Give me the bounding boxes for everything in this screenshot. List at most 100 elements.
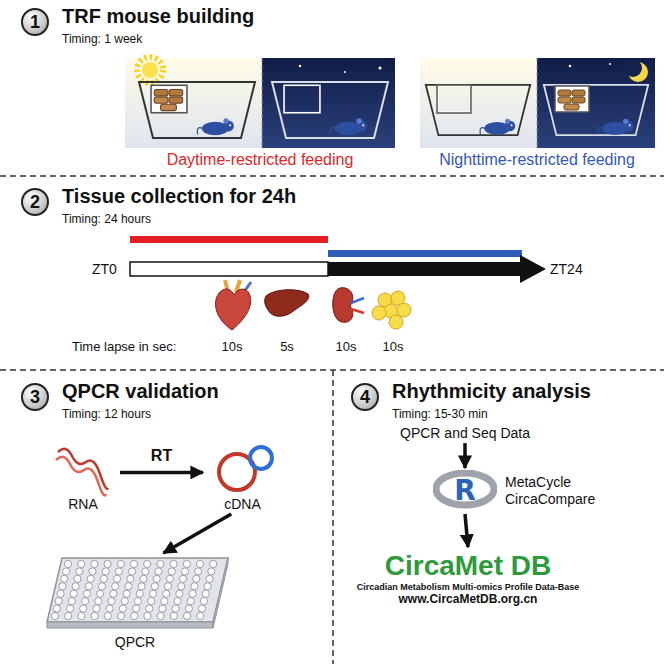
plate-well [102, 568, 109, 575]
node-text: RNA [68, 496, 98, 512]
plate-well [100, 575, 107, 582]
plate-well [210, 560, 217, 567]
plate-well [197, 612, 204, 619]
timeline [328, 262, 522, 276]
plate-well [208, 568, 215, 575]
plate-well [174, 598, 181, 605]
plate-well [202, 590, 209, 597]
timing-note: Timing: 12 hours [62, 408, 151, 422]
plate-well [68, 598, 75, 605]
dashed-separator [0, 176, 664, 664]
step-number: 4 [351, 383, 379, 411]
plate-well [153, 575, 160, 582]
plate-well [170, 560, 177, 567]
plate-well [91, 560, 98, 567]
daytime-scene [139, 82, 255, 138]
plate-well [117, 560, 124, 567]
plate-well [142, 568, 149, 575]
section-title: Tissue collection for 24h [62, 185, 296, 208]
edge-label: RT [149, 447, 174, 465]
plate-well [76, 568, 83, 575]
nighttime-scene [420, 58, 537, 148]
daytime-scene [344, 71, 346, 73]
organ-icons [216, 289, 251, 330]
plate-well [106, 605, 113, 612]
plate-well [170, 612, 177, 619]
plate-well [59, 583, 66, 590]
plate-well [119, 605, 126, 612]
step-number-text: 4 [360, 388, 370, 406]
nighttime-scene [555, 86, 589, 112]
plate-well [78, 560, 85, 567]
daytime-scene [262, 58, 263, 148]
node-text: www.CircaMetDB.org.cn [399, 593, 538, 607]
plate-well [181, 568, 188, 575]
daytime-scene [262, 58, 395, 148]
nighttime-scene [537, 58, 538, 148]
plate-well [138, 583, 145, 590]
plate-well [53, 605, 60, 612]
r-logo-letter: R [433, 470, 497, 512]
section-title: TRF mouse building [62, 5, 254, 28]
step-number: 2 [21, 188, 49, 216]
plate-well [104, 612, 111, 619]
plate-well [183, 612, 190, 619]
nighttime-scene [609, 63, 611, 65]
plate-well [176, 590, 183, 597]
timeline [520, 255, 546, 283]
plate-well [91, 612, 98, 619]
plate-well [85, 583, 92, 590]
input-data: QPCR and Seq Data [400, 425, 530, 441]
plate-well [83, 590, 90, 597]
plate-well [187, 598, 194, 605]
axis-note: Time lapse in sec: [72, 340, 176, 355]
plate-well [115, 568, 122, 575]
plate-well [144, 560, 151, 567]
plate-well [82, 598, 89, 605]
nighttime-scene [420, 58, 655, 148]
nighttime-scene [426, 85, 530, 135]
plate-well [155, 568, 162, 575]
daytime-scene [142, 62, 158, 78]
plate-well [159, 605, 166, 612]
time-label: ZT0 [92, 261, 117, 277]
dashed-separator [0, 369, 664, 371]
plate-well [179, 575, 186, 582]
plate-well [140, 575, 147, 582]
daytime-scene [330, 118, 367, 135]
plate-well [129, 568, 136, 575]
dashed-separator [0, 175, 664, 177]
plate-well [66, 605, 73, 612]
organ-icons [351, 298, 364, 303]
plate-well [125, 583, 132, 590]
organ-icons [351, 309, 364, 313]
plate-well [132, 605, 139, 612]
plate-well [89, 568, 96, 575]
plate-well [178, 583, 185, 590]
timeline [130, 262, 328, 276]
daytime-scene [197, 118, 234, 135]
plate-well [149, 590, 156, 597]
plate-well [80, 605, 87, 612]
node-text: QPCR [115, 634, 155, 650]
daytime-scene [151, 85, 187, 112]
flow-arrow [120, 471, 203, 475]
plate-well [130, 560, 137, 567]
plate-well [164, 583, 171, 590]
plate-well [200, 598, 207, 605]
daytime-scene [284, 85, 320, 112]
node-text: cDNA [224, 496, 261, 512]
time-lapse-value: 5s [280, 340, 294, 355]
plate-well [78, 612, 85, 619]
plate-well [136, 590, 143, 597]
organ-icons [372, 291, 411, 329]
daytime-scene [125, 58, 262, 148]
daytime-scene [379, 67, 382, 70]
section-title: QPCR validation [62, 380, 219, 403]
rna-strand [58, 449, 108, 489]
section-title: Rhythmicity analysis [392, 380, 591, 403]
plate-well [55, 598, 62, 605]
plate-well [104, 560, 111, 567]
plate-well [151, 583, 158, 590]
daytime-scene [125, 57, 395, 148]
